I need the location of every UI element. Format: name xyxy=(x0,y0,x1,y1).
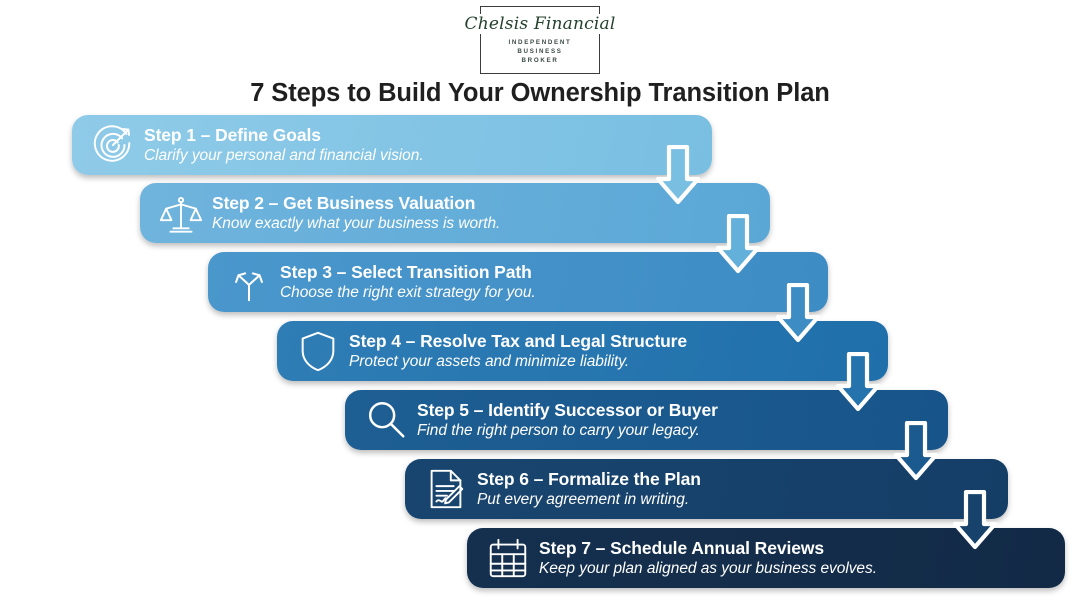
logo-frame-bottom-rule xyxy=(480,73,600,74)
step-description-6: Put every agreement in writing. xyxy=(477,490,690,508)
page-title: 7 Steps to Build Your Ownership Transiti… xyxy=(250,79,830,107)
step-description-1: Clarify your personal and financial visi… xyxy=(144,146,424,164)
step-title-2: Step 2 – Get Business Valuation xyxy=(212,192,476,213)
step-description-2: Know exactly what your business is worth… xyxy=(212,214,501,232)
logo-tagline: INDEPENDENT BUSINESS BROKER xyxy=(508,38,571,65)
logo-tagline-line-1: INDEPENDENT xyxy=(508,39,572,46)
step-title-1: Step 1 – Define Goals xyxy=(144,124,321,145)
logo-frame: Chelsis Financial INDEPENDENT BUSINESS B… xyxy=(461,6,619,74)
target-icon xyxy=(90,122,136,168)
step-title-6: Step 6 – Formalize the Plan xyxy=(477,468,701,489)
logo-brand-name: Chelsis Financial xyxy=(461,14,619,34)
step-bar-4[interactable]: Step 4 – Resolve Tax and Legal Structure… xyxy=(277,321,888,381)
arrow-step2-to-step3 xyxy=(715,214,761,274)
magnifier-icon xyxy=(363,397,409,443)
calendar-icon xyxy=(485,535,531,581)
step-description-3: Choose the right exit strategy for you. xyxy=(280,283,536,301)
step-description-7: Keep your plan aligned as your business … xyxy=(539,559,877,577)
logo-tagline-line-3: BROKER xyxy=(521,57,559,64)
logo-tagline-line-2: BUSINESS xyxy=(517,48,563,55)
arrow-step6-to-step7 xyxy=(952,490,998,550)
scales-icon xyxy=(158,190,204,236)
step-text-4: Step 4 – Resolve Tax and Legal Structure… xyxy=(349,331,687,372)
step-description-4: Protect your assets and minimize liabili… xyxy=(349,352,630,370)
shield-icon xyxy=(295,328,341,374)
arrow-step4-to-step5 xyxy=(835,352,881,412)
arrow-step1-to-step2 xyxy=(655,145,701,205)
step-title-5: Step 5 – Identify Successor or Buyer xyxy=(417,399,718,420)
step-title-3: Step 3 – Select Transition Path xyxy=(280,261,532,282)
step-title-4: Step 4 – Resolve Tax and Legal Structure xyxy=(349,330,688,351)
step-title-7: Step 7 – Schedule Annual Reviews xyxy=(539,537,824,558)
arrow-step3-to-step4 xyxy=(775,283,821,343)
fork-road-icon xyxy=(226,259,272,305)
brand-logo: Chelsis Financial INDEPENDENT BUSINESS B… xyxy=(0,6,1080,74)
arrow-step5-to-step6 xyxy=(893,421,939,481)
logo-frame-top-rule xyxy=(480,6,600,7)
step-description-5: Find the right person to carry your lega… xyxy=(417,421,700,439)
signed-document-icon xyxy=(423,466,469,512)
